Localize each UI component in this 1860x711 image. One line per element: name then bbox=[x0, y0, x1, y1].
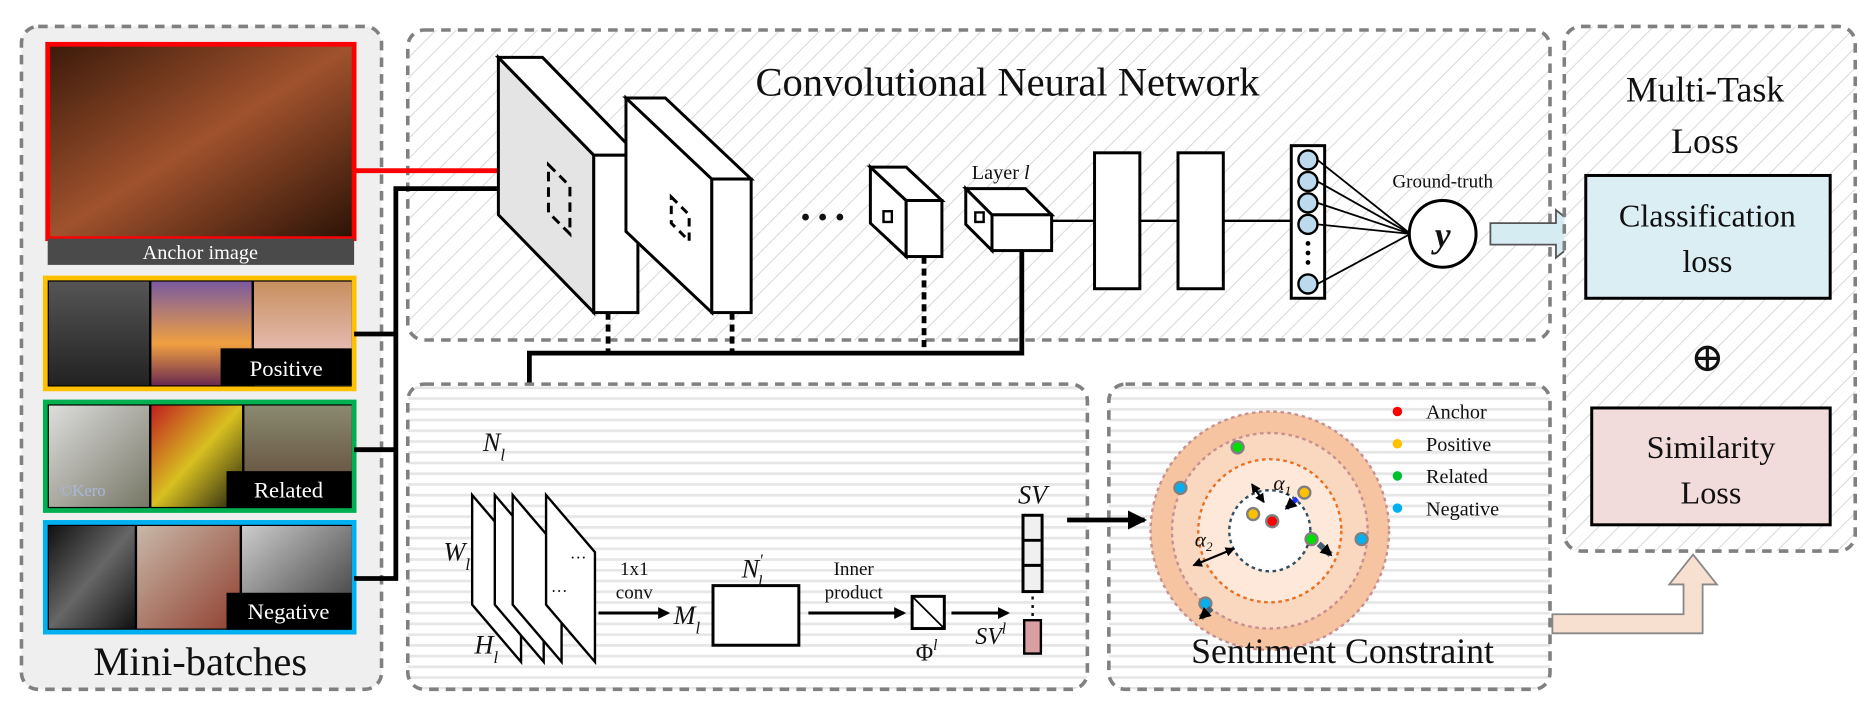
alpha2-label: α2 bbox=[1195, 527, 1213, 554]
conv-block-1 bbox=[494, 53, 642, 317]
sentiment-title: Sentiment Constraint bbox=[1191, 631, 1494, 671]
negative-images: Negative bbox=[42, 520, 357, 635]
positive-point bbox=[1245, 506, 1261, 522]
alpha1-label: α1 bbox=[1273, 471, 1291, 498]
alpha1-arrow bbox=[1251, 483, 1265, 504]
conv-block-3 bbox=[866, 163, 946, 260]
m-l-label: Ml bbox=[673, 601, 701, 638]
sv-l-label: SVl bbox=[975, 620, 1006, 650]
positive-images: Positive bbox=[42, 275, 357, 392]
push-arrow bbox=[1316, 541, 1333, 557]
alpha2-arrow bbox=[1192, 547, 1236, 567]
legend-anchor: Anchor bbox=[1426, 402, 1487, 424]
fc-layer-2 bbox=[1176, 151, 1225, 291]
to-similarity-arrow bbox=[1551, 553, 1719, 635]
feature-taps bbox=[605, 256, 927, 356]
classification-loss-label-2: loss bbox=[1682, 243, 1732, 279]
cnn-panel: Convolutional Neural Network • • • bbox=[354, 28, 1588, 581]
feature-maps bbox=[470, 491, 597, 666]
inner-product-label-2: product bbox=[825, 583, 884, 604]
conv-label-2: conv bbox=[616, 583, 654, 604]
loss-title-1: Multi-Task bbox=[1626, 70, 1784, 110]
legend-positive: Positive bbox=[1426, 434, 1491, 456]
sv-label: SV bbox=[1018, 480, 1050, 509]
similarity-loss-label-1: Similarity bbox=[1647, 429, 1776, 465]
n-l-label: Nl bbox=[482, 428, 505, 465]
plus-icon: ⊕ bbox=[1690, 335, 1724, 380]
m-l-matrix bbox=[711, 584, 801, 647]
conv-block-2 bbox=[622, 94, 755, 317]
layer-ellipsis: • • • bbox=[801, 203, 845, 234]
loss-title-2: Loss bbox=[1671, 121, 1739, 161]
input-arrow bbox=[354, 179, 525, 581]
sentiment-constraint-panel: α1 α2 Anchor Positive Related Negative S… bbox=[1107, 382, 1552, 692]
fc-layer-1 bbox=[1093, 151, 1142, 291]
w-l-label: Wl bbox=[444, 538, 471, 575]
conv-label-1: 1x1 bbox=[620, 559, 649, 580]
phi-matrix bbox=[910, 594, 946, 631]
similarity-loss-label-2: Loss bbox=[1681, 474, 1742, 510]
anchor-point bbox=[1265, 514, 1280, 529]
sv-l-block bbox=[1022, 619, 1043, 655]
maps-ellipsis-top: ··· bbox=[570, 548, 587, 567]
ground-truth-node bbox=[1407, 199, 1478, 269]
inner-product-label-1: Inner bbox=[834, 559, 875, 580]
similarity-loss-box: Similarity Loss bbox=[1590, 406, 1832, 527]
layer-label: Layer l bbox=[972, 162, 1030, 184]
classification-loss-label-1: Classification bbox=[1619, 198, 1796, 234]
classification-loss-box: Classification loss bbox=[1584, 173, 1832, 300]
negative-point bbox=[1173, 480, 1188, 495]
ground-truth-label: Ground-truth bbox=[1392, 171, 1493, 192]
multi-task-loss-panel: Multi-Task Loss Classification loss ⊕ Si… bbox=[1562, 24, 1858, 553]
h-l-label: Hl bbox=[474, 631, 499, 668]
cnn-title: Convolutional Neural Network bbox=[755, 60, 1260, 105]
n-l-prime-label: N'l bbox=[741, 550, 764, 590]
sample-points bbox=[1173, 440, 1369, 611]
legend-negative: Negative bbox=[1426, 498, 1499, 520]
negative-label: Negative bbox=[248, 599, 330, 624]
sv-column: ⋮ bbox=[1021, 513, 1045, 620]
feature-embedding-panel: ··· ··· Nl Wl Hl 1x1 conv Ml N'l Inner p… bbox=[405, 382, 1090, 692]
output-symbol: y bbox=[1431, 215, 1451, 255]
mini-batches-panel: Anchor image Positive ©Kero Related Nega… bbox=[19, 24, 384, 692]
pull-arrow bbox=[1284, 496, 1299, 510]
positive-label: Positive bbox=[250, 356, 323, 381]
legend-related: Related bbox=[1426, 466, 1488, 488]
anchor-image: Anchor image bbox=[45, 41, 357, 265]
watermark: ©Kero bbox=[60, 481, 106, 500]
push-arrow bbox=[1198, 606, 1214, 621]
negative-point bbox=[1354, 531, 1369, 547]
phi-label: Φl bbox=[916, 637, 938, 667]
related-label: Related bbox=[254, 477, 324, 502]
anchor-image-label: Anchor image bbox=[143, 242, 258, 264]
positive-point bbox=[1297, 485, 1312, 500]
mini-batches-title: Mini-batches bbox=[93, 639, 307, 684]
maps-ellipsis-bottom: ··· bbox=[551, 581, 568, 600]
output-neurons bbox=[1289, 144, 1412, 300]
legend: Anchor Positive Related Negative bbox=[1392, 402, 1499, 520]
sv-dots: ⋮ bbox=[1021, 594, 1045, 620]
related-images: ©Kero Related bbox=[42, 399, 357, 513]
related-point bbox=[1230, 440, 1245, 455]
related-point bbox=[1304, 531, 1319, 547]
sentiment-circles bbox=[1149, 410, 1391, 652]
